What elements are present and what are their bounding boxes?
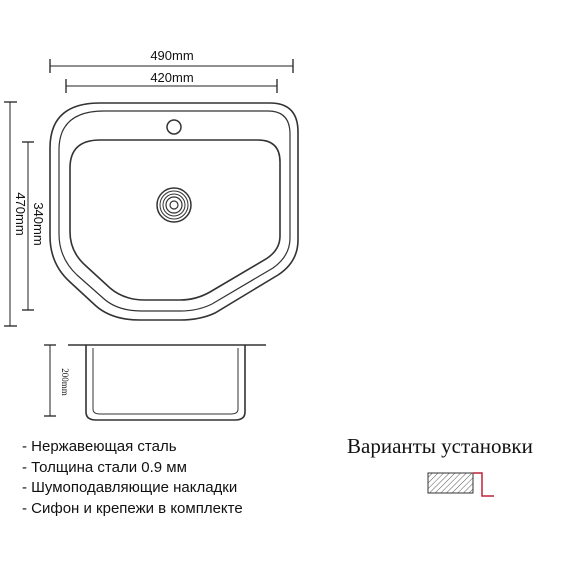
dimension-outer-height: 470mm [4,101,28,327]
sink-inner-rim [58,110,291,312]
depth-label: 200mm [60,368,70,396]
feature-stainless-steel: - Нержавеющая сталь [22,438,177,455]
sink-outer-rim [49,102,299,321]
inner-width-label: 420mm [150,70,193,85]
side-bowl-inner [92,348,239,415]
dimension-inner-width: 420mm [65,70,278,93]
sink-side-view: 200mm [44,344,266,421]
outer-width-label: 490mm [150,48,193,63]
sink-bowl-edge [69,139,281,301]
faucet-hole [166,119,182,135]
side-bowl-outer [85,345,246,421]
bowl-length-label: 340mm [31,202,46,245]
feature-siphon-included: - Сифон и крепежи в комплекте [22,499,243,517]
feature-noise-pads: - Шумоподавляющие накладки [22,479,238,496]
dimension-bowl-length: 340mm [22,141,46,311]
installation-options-title: Варианты установки [347,434,533,458]
dimension-outer-width: 490mm [49,48,294,73]
drain [156,187,192,223]
sink-top-view [49,102,299,321]
installation-variant-icon [427,472,494,497]
feature-steel-thickness: - Толщина стали 0.9 мм [22,458,187,476]
outer-height-label: 470mm [13,192,28,235]
features-list: - Нержавеющая сталь - Толщина стали 0.9 … [22,437,243,519]
